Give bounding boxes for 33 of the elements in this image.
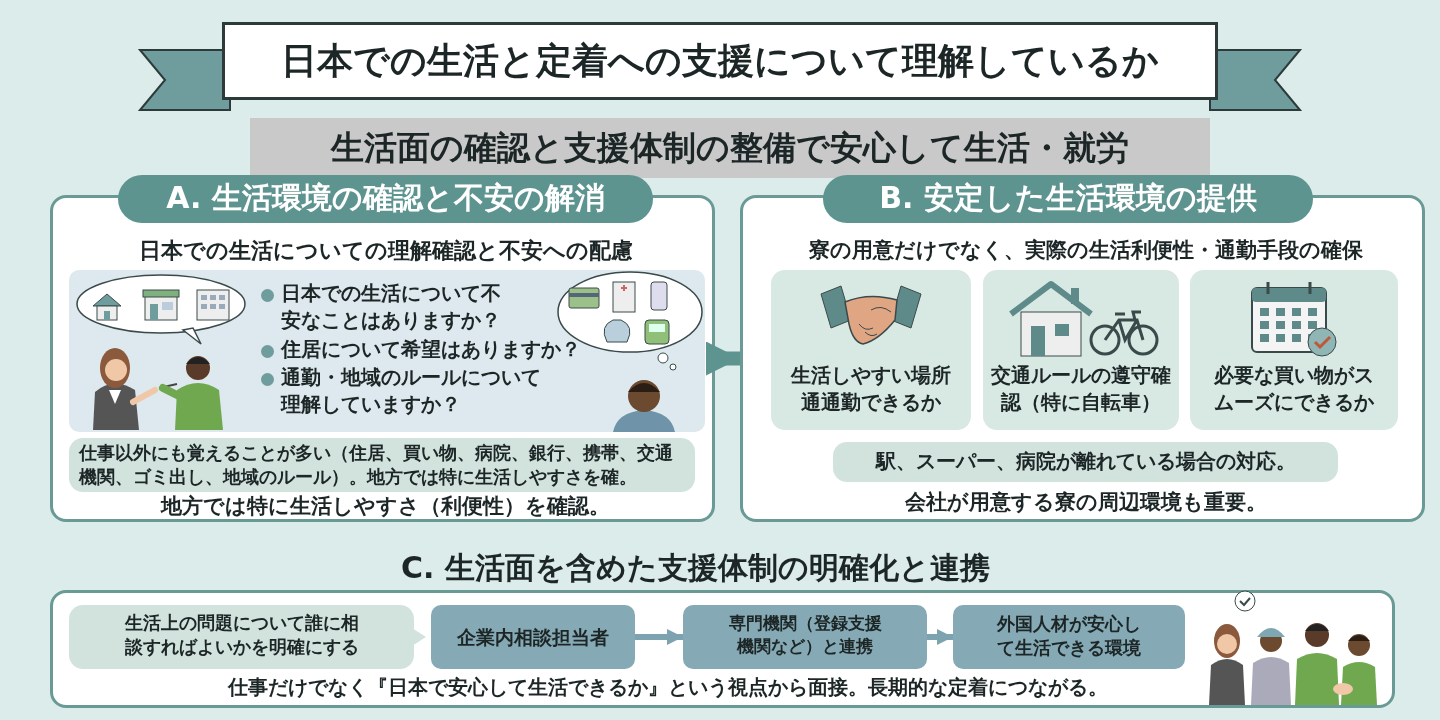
- box-text: 専門機関（登録支援機関など）と連携: [727, 612, 883, 658]
- note-band: [69, 438, 695, 492]
- arrow: [706, 341, 740, 376]
- card-text: 生活しやすい場所通通勤できるか: [789, 362, 952, 416]
- section-subheading: 寮の用意だけでなく、実際の生活利便性・通勤手段の確保: [807, 237, 1364, 264]
- question-text: 日本での生活について不安なことはありますか？: [259, 280, 524, 334]
- subtitle-banner: 生活面の確認と支援体制の整備で安心して生活・就労: [250, 118, 1210, 178]
- note-text: 地方では特に生活しやすさ（利便性）を確認。: [159, 493, 611, 520]
- feature-card: [771, 270, 971, 430]
- section-heading: A. 生活環境の確認と不安の解消: [118, 175, 653, 223]
- feature-card: [1190, 270, 1398, 430]
- arrow: [635, 629, 683, 645]
- box-text: 生活上の問題について誰に相談すればよいかを明確にする: [123, 611, 360, 660]
- note-text: 仕事以外にも覚えることが多い（住居、買い物、病院、銀行、携帯、交通機関、ゴミ出し、地域のルール）。地方では特に生活しやすさを確。: [79, 441, 674, 489]
- process-box: [683, 605, 927, 669]
- card-text: 交通ルールの遵守確認（特に自転車）: [990, 362, 1172, 416]
- note-band: [833, 442, 1338, 482]
- box-text: 企業内相談担当者: [456, 625, 610, 650]
- question-text: 通勤・地域のルールについて理解していますか？: [259, 364, 549, 418]
- note-text: 会社が用意する寮の周辺環境も重要。: [903, 489, 1268, 516]
- process-box: [431, 605, 635, 669]
- feature-card: [983, 270, 1179, 430]
- section-heading: B. 安定した生活環境の提供: [823, 175, 1313, 223]
- box-text: 外国人材が安心して生活できる環境: [996, 612, 1142, 661]
- title-banner: 日本での生活と定着への支援について理解しているか: [222, 22, 1218, 100]
- question-panel: [69, 270, 705, 432]
- section-subheading: 日本での生活についての理解確認と不安への配慮: [137, 237, 634, 265]
- question-text: 住居について希望はありますか？: [259, 336, 589, 363]
- note-text: 駅、スーパー、病院が離れている場合の対応。: [874, 448, 1297, 475]
- card-text: 必要な買い物がスムーズにできるか: [1213, 362, 1375, 416]
- arrow: [927, 629, 953, 645]
- summary-text: 仕事だけでなく『日本で安心して生活できるか』という視点から面接。長期的な定着につながる。: [226, 675, 1109, 701]
- process-box: [953, 605, 1185, 669]
